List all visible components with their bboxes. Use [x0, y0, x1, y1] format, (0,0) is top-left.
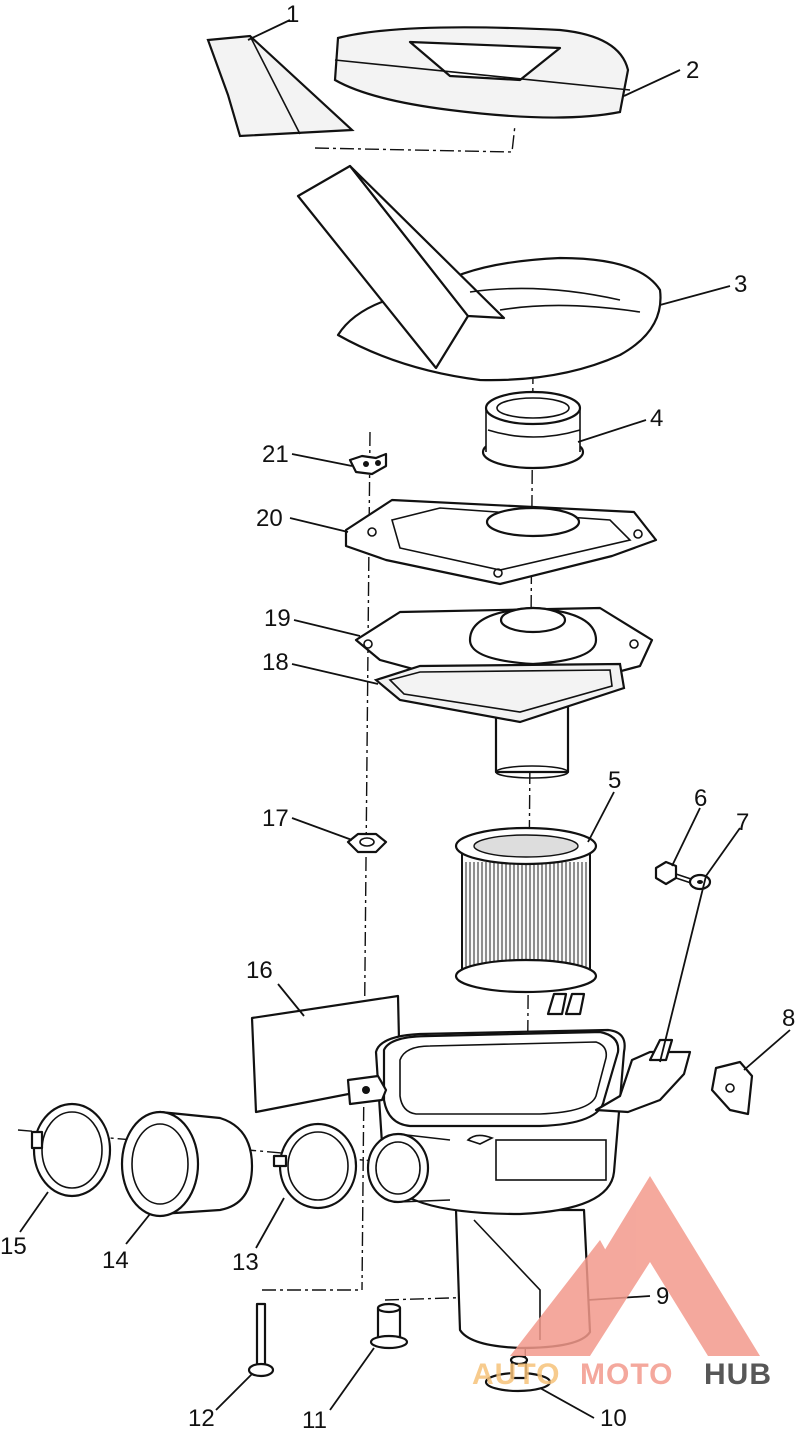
part-number-19: 19 [264, 605, 291, 632]
automotohub-watermark: AUTO MOTO HUB [472, 1176, 772, 1391]
part-number-4: 4 [650, 405, 663, 432]
drain-plug-part-10 [484, 1354, 552, 1393]
part-number-7: 7 [736, 809, 749, 836]
leader-lines [19, 19, 791, 1419]
long-bolt-part-12 [247, 1302, 275, 1378]
clamp-part-13 [272, 1122, 358, 1210]
bolt-axis-line [361, 431, 371, 1291]
airbox-body-part-9 [366, 992, 692, 1350]
part-number-16: 16 [246, 957, 273, 984]
bolt-part-6 [654, 860, 695, 886]
filter-element-part-5 [454, 826, 598, 994]
part-number-11: 11 [302, 1407, 327, 1431]
watermark-triangle-inner [510, 1240, 620, 1356]
washer-part-7 [688, 873, 712, 891]
intake-cover-part-3 [296, 164, 662, 382]
boot-part-4 [481, 390, 585, 470]
part-number-15: 15 [0, 1233, 27, 1260]
grommet-part-11 [369, 1302, 409, 1350]
gasket-part-18 [373, 662, 626, 724]
top-plate-part-20 [344, 498, 658, 586]
wing-nut-part-21 [348, 452, 388, 476]
part-number-13: 13 [232, 1249, 259, 1276]
part-number-21: 21 [262, 441, 289, 468]
part-number-12: 12 [188, 1405, 215, 1431]
part-number-6: 6 [694, 785, 707, 812]
watermark-logo-triangle [510, 1176, 760, 1356]
bracket-part-8 [710, 1060, 754, 1116]
part-number-2: 2 [686, 57, 699, 84]
part-number-8: 8 [782, 1005, 795, 1032]
part-number-9: 9 [656, 1283, 669, 1310]
foam-wedge-part-1 [206, 34, 355, 138]
part-number-18: 18 [262, 649, 289, 676]
bolt-mount-tab [346, 1074, 388, 1106]
part-number-3: 3 [734, 271, 747, 298]
part-number-5: 5 [608, 767, 621, 794]
part-number-17: 17 [262, 805, 289, 832]
intake-duct-part-14 [120, 1110, 254, 1218]
clamp-part-15 [30, 1102, 112, 1198]
foam-frame-part-2 [333, 26, 631, 119]
part-number-20: 20 [256, 505, 283, 532]
watermark-text-hub: HUB [704, 1358, 772, 1391]
part-number-14: 14 [102, 1247, 129, 1274]
watermark-text-auto: AUTO [472, 1358, 560, 1391]
part-number-10: 10 [600, 1405, 627, 1431]
part-number-1: 1 [286, 1, 299, 28]
watermark-text-moto: MOTO [580, 1358, 673, 1391]
nut-part-17 [346, 832, 388, 854]
filter-pleats [465, 862, 587, 968]
watermark-triangle-outer [540, 1176, 760, 1356]
